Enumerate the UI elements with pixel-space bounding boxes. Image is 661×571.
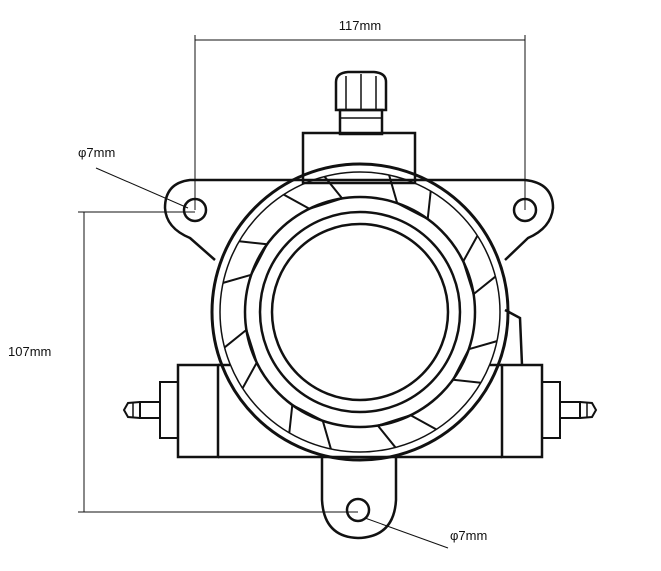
left-hose-nozzle [122, 381, 179, 439]
cover-lug [462, 235, 497, 296]
cover-lug [223, 328, 258, 389]
housing-outer-ring [210, 162, 510, 462]
cover-lug [388, 174, 432, 221]
right-nozzle-stem [559, 401, 581, 419]
hole-callout-bottom: φ7mm [364, 517, 487, 549]
cover-lugs [222, 174, 498, 450]
bottom-mounting-hole [345, 497, 371, 523]
hole-bottom-leader [364, 517, 449, 549]
width-label: 117mm [339, 18, 381, 33]
cover-lug [376, 414, 437, 449]
hole-top-leader [95, 167, 189, 209]
cable-gland [334, 70, 388, 136]
right-hose-nozzle [541, 381, 598, 439]
top-housing-neck [301, 131, 417, 185]
housing-window-ring [258, 210, 462, 414]
gland-base [338, 108, 384, 136]
bottom-tab-outline [320, 457, 398, 540]
right-nozzle-body [541, 381, 561, 439]
gland-nut [334, 70, 388, 112]
lower-body [176, 308, 544, 459]
housing-middle-ring [243, 195, 477, 429]
hole-bottom-label: φ7mm [450, 528, 487, 543]
right-nozzle-tip [579, 401, 598, 419]
hole-callout-top: φ7mm [78, 145, 189, 209]
left-nozzle-stem [139, 401, 161, 419]
cover-lug [283, 175, 344, 210]
main-round-housing [210, 162, 510, 462]
left-side-block [176, 363, 220, 459]
right-shoulder [504, 308, 524, 366]
cover-lug [288, 403, 332, 450]
housing-outer-ring-inner-edge [219, 171, 501, 453]
right-mounting-hole [512, 197, 538, 223]
hole-top-label: φ7mm [78, 145, 115, 160]
left-nozzle-tip [122, 401, 141, 419]
height-label: 107mm [8, 344, 51, 359]
cover-lug [451, 340, 498, 384]
left-nozzle-body [159, 381, 179, 439]
housing-window [270, 222, 450, 402]
height-dimension: 107mm [8, 211, 358, 513]
right-side-block [500, 363, 544, 459]
cover-lug [222, 240, 269, 284]
left-mounting-hole [182, 197, 208, 223]
bottom-mounting-tab [320, 457, 398, 540]
neck-block [301, 131, 417, 185]
